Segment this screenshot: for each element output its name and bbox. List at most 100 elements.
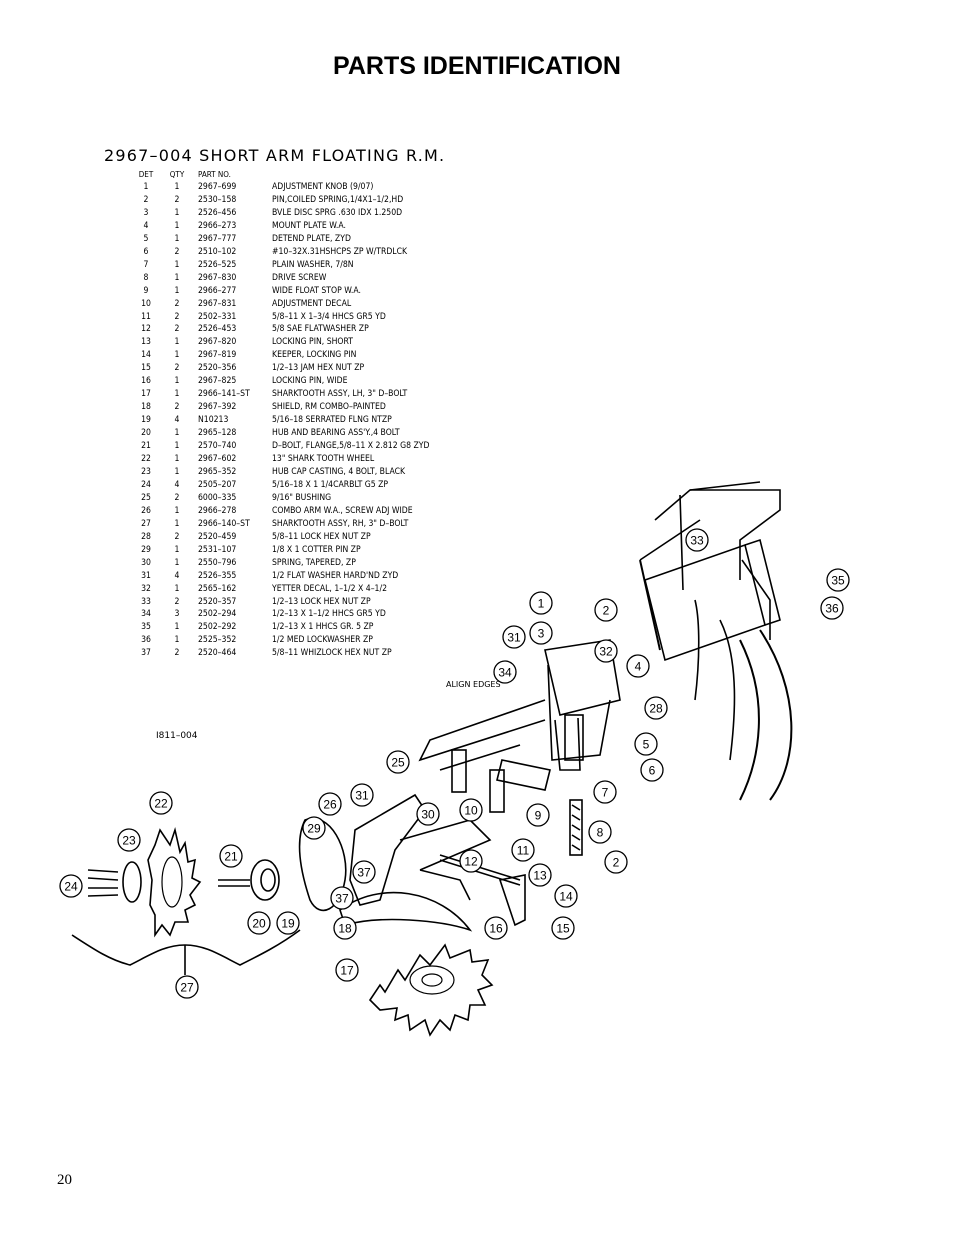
callout-23: 23 — [117, 828, 141, 852]
part-no-cell: 2966–141–ST — [198, 389, 250, 400]
callout-33: 33 — [685, 528, 709, 552]
callout-number: 10 — [464, 804, 478, 818]
callout-5: 5 — [634, 732, 658, 756]
det-cell: 37 — [141, 648, 151, 659]
description-cell: COMBO ARM W.A., SCREW ADJ WIDE — [272, 505, 413, 516]
description-cell: 1/8 X 1 COTTER PIN ZP — [272, 544, 361, 555]
callout-circle — [117, 828, 141, 852]
callout-34: 34 — [493, 660, 517, 684]
det-cell: 32 — [141, 583, 151, 594]
qty-cell: 1 — [174, 220, 180, 231]
callout-circle — [594, 598, 618, 622]
callout-number: 25 — [391, 756, 405, 770]
qty-cell: 2 — [174, 246, 180, 257]
qty-cell: 1 — [174, 376, 180, 387]
description-cell: SHARKTOOTH ASSY, LH, 3" D–BOLT — [272, 389, 408, 400]
callout-21: 21 — [219, 844, 243, 868]
callout-number: 34 — [498, 666, 512, 680]
description-cell: SHIELD, RM COMBO–PAINTED — [272, 402, 386, 413]
callout-circle — [318, 792, 342, 816]
qty-cell: 1 — [174, 583, 180, 594]
callout-circle — [511, 838, 535, 862]
callout-number: 11 — [517, 844, 530, 858]
det-cell: 12 — [141, 324, 151, 335]
callout-circle — [352, 860, 376, 884]
callout-circle — [529, 591, 553, 615]
qty-cell: 1 — [174, 428, 180, 439]
description-cell: 9/16" BUSHING — [272, 492, 332, 503]
part-no-cell: 2965–128 — [198, 428, 237, 439]
part-no-cell: 6000–335 — [198, 492, 237, 503]
callout-20: 20 — [247, 911, 271, 935]
qty-cell: 2 — [174, 324, 180, 335]
part-no-cell: 2967–820 — [198, 337, 237, 348]
callout-8: 8 — [588, 820, 612, 844]
page-title: PARTS IDENTIFICATION — [333, 52, 621, 80]
callout-12: 12 — [459, 849, 483, 873]
callout-31: 31 — [502, 625, 526, 649]
assembly-title: 2967–004 SHORT ARM FLOATING R.M. — [104, 146, 446, 165]
callout-37: 37 — [352, 860, 376, 884]
det-cell: 3 — [143, 207, 149, 218]
part-no-cell: 2526–453 — [198, 324, 237, 335]
description-cell: 1/2–13 JAM HEX NUT ZP — [272, 363, 365, 374]
det-cell: 7 — [143, 259, 149, 270]
det-cell: 1 — [143, 182, 149, 192]
part-no-cell: 2550–796 — [198, 557, 237, 568]
callout-circle — [634, 732, 658, 756]
callout-circle — [335, 958, 359, 982]
det-cell: 10 — [141, 298, 151, 309]
qty-cell: 3 — [174, 609, 180, 620]
part-no-cell: 2510–102 — [198, 246, 237, 257]
callout-number: 22 — [154, 797, 168, 811]
qty-cell: 1 — [174, 233, 180, 244]
description-cell: HUB AND BEARING ASS'Y.,4 BOLT — [272, 428, 400, 439]
callout-circle — [593, 780, 617, 804]
part-no-cell: 2570–740 — [198, 441, 237, 452]
part-no-cell: 2502–331 — [198, 311, 237, 322]
callout-circle — [247, 911, 271, 935]
qty-cell: 1 — [174, 544, 180, 555]
det-cell: 13 — [141, 337, 151, 348]
description-cell: KEEPER, LOCKING PIN — [272, 350, 357, 361]
callout-circle — [59, 874, 83, 898]
callout-circle — [484, 916, 508, 940]
part-no-cell: 2967–699 — [198, 182, 237, 192]
description-cell: 1/2–13 X 1 HHCS GR. 5 ZP — [272, 622, 374, 633]
description-cell: LOCKING PIN, WIDE — [272, 376, 348, 387]
part-no-cell: 2966–273 — [198, 220, 237, 231]
callout-number: 12 — [464, 855, 478, 869]
qty-cell: 2 — [174, 363, 180, 374]
qty-cell: 1 — [174, 272, 180, 283]
description-cell: 5/8–11 LOCK HEX NUT ZP — [272, 531, 371, 542]
part-no-cell: 2967–830 — [198, 272, 237, 283]
det-cell: 5 — [143, 233, 149, 244]
callout-number: 2 — [603, 604, 610, 618]
callout-number: 8 — [597, 826, 604, 840]
det-cell: 30 — [141, 557, 151, 568]
callout-circle — [604, 850, 628, 874]
callout-number: 32 — [599, 645, 613, 659]
callout-circle — [149, 791, 173, 815]
description-cell: 5/16–18 X 1 1/4CARBLT G5 ZP — [272, 479, 389, 490]
det-cell: 29 — [141, 544, 151, 555]
qty-cell: 2 — [174, 492, 180, 503]
callout-circle — [820, 596, 844, 620]
callout-number: 18 — [338, 922, 352, 936]
part-no-cell: 2565–162 — [198, 583, 237, 594]
